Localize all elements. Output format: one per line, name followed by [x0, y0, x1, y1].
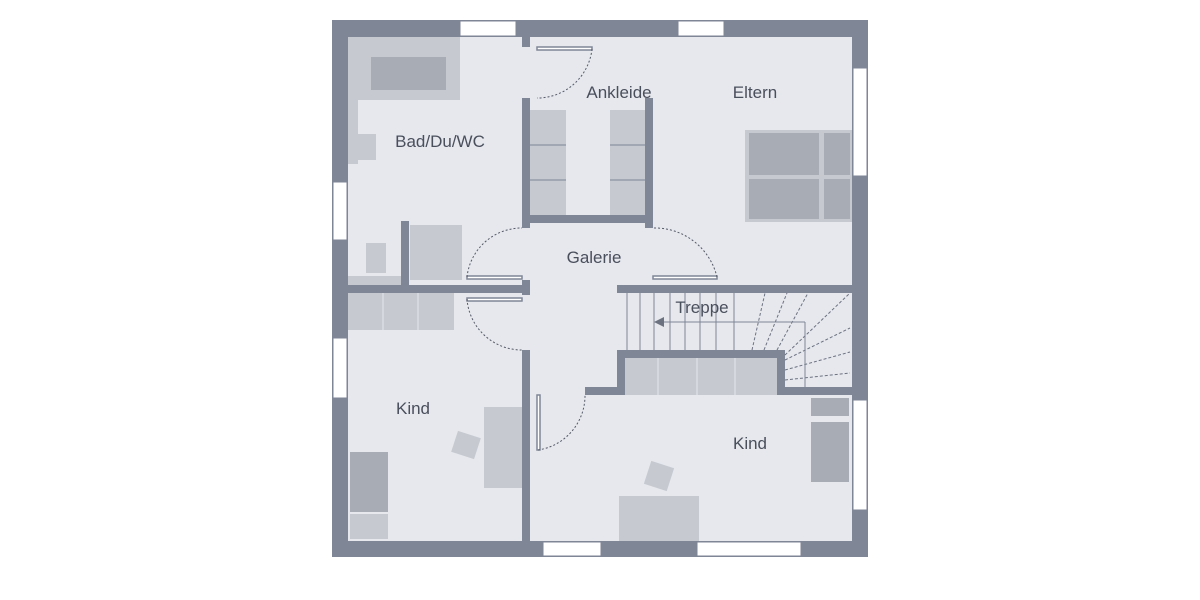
desk [619, 496, 699, 541]
window [332, 337, 348, 399]
bed [350, 452, 388, 512]
bathtub-basin [371, 57, 446, 90]
room-label-parents: Eltern [733, 83, 777, 102]
room-label-child-right: Kind [733, 434, 767, 453]
chair [643, 460, 675, 492]
interior-walls [348, 37, 852, 541]
toilet [366, 243, 386, 273]
window [677, 20, 725, 37]
bath-fixtures [348, 37, 462, 285]
room-label-gallery: Galerie [567, 248, 622, 267]
windows [332, 20, 868, 557]
shower [410, 225, 462, 280]
room-label-bath: Bad/Du/WC [395, 132, 485, 151]
chair [451, 430, 481, 460]
desk [484, 407, 522, 488]
window [696, 541, 802, 557]
child-furniture [350, 398, 849, 541]
window [852, 67, 868, 177]
room-label-stairs: Treppe [675, 298, 728, 317]
double-bed [745, 130, 852, 222]
wardrobes [348, 110, 777, 395]
window [542, 541, 602, 557]
arrow-left-icon [654, 317, 664, 327]
room-label-dressing: Ankleide [586, 83, 651, 102]
doors [466, 46, 718, 451]
window [852, 399, 868, 511]
room-label-child-left: Kind [396, 399, 430, 418]
bed [811, 422, 849, 482]
staircase [626, 292, 851, 387]
window [459, 20, 517, 37]
window [332, 181, 348, 241]
sink [358, 134, 376, 160]
